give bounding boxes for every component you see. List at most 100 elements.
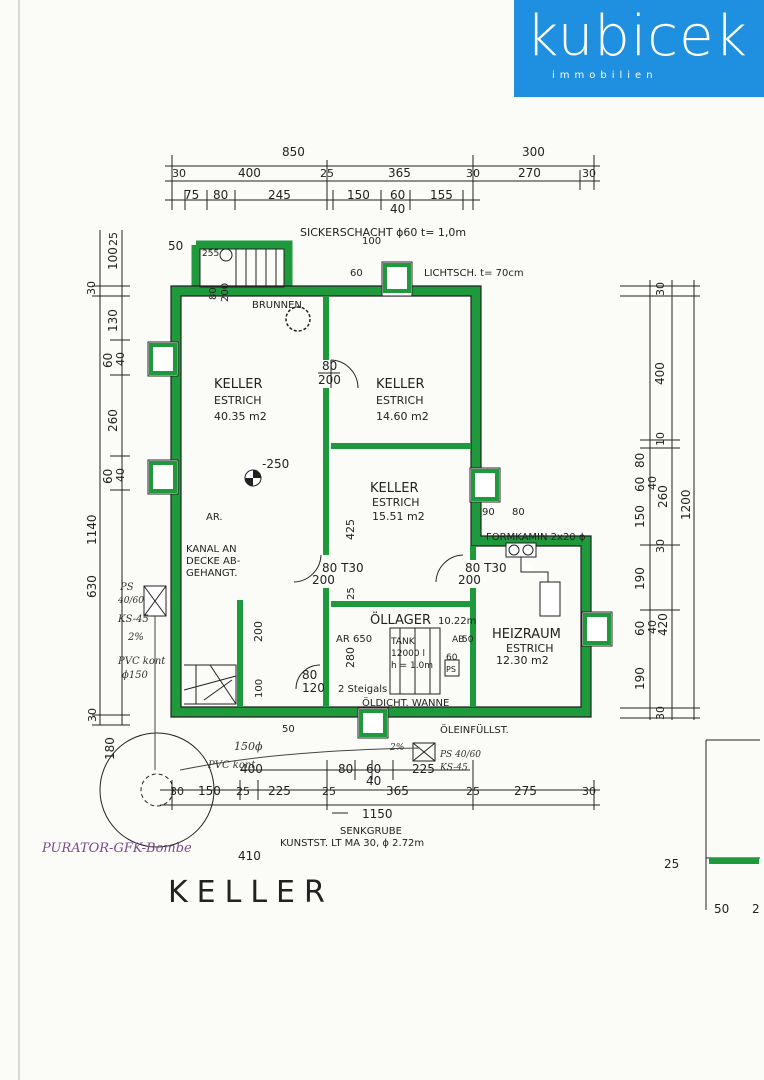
dim-bottom-30b: 30 xyxy=(582,785,596,798)
note-level: -250 xyxy=(262,457,289,471)
dim-top-150: 150 xyxy=(347,188,370,202)
room-2-area: 14.60 m2 xyxy=(376,410,429,423)
note-ps-b: PS 40/60 xyxy=(439,750,481,760)
company-logo: kubicek immobilien xyxy=(514,0,764,97)
dim-top-245: 245 xyxy=(268,188,291,202)
dim-right-150: 150 xyxy=(633,505,647,528)
dim-left-60b: 60 xyxy=(101,469,115,484)
room-4-name: ÖLLAGER xyxy=(370,611,431,628)
dim-bottom-410: 410 xyxy=(238,849,261,863)
dim-top-80: 80 xyxy=(213,188,228,202)
note-pvc-1: PVC kont xyxy=(117,656,166,667)
dim-top-155: 155 xyxy=(430,188,453,202)
door-2-height: 200 xyxy=(312,573,335,587)
dim-left-40a: 40 xyxy=(114,352,127,366)
note-formkamin: FORMKAMIN 2x20 ϕ xyxy=(486,532,586,543)
dim-right-30b: 30 xyxy=(654,539,667,553)
note-slope-b: 2% xyxy=(389,743,404,753)
adjacent-wall xyxy=(709,858,759,864)
door-4-height: 120 xyxy=(302,681,325,695)
note-kanal-3: GEHANGT. xyxy=(186,568,237,579)
staircase xyxy=(183,248,285,705)
dim-300: 300 xyxy=(522,145,545,159)
door-4-width: 80 xyxy=(302,668,317,682)
dim-right-25: 25 xyxy=(664,857,679,871)
note-150: 150ϕ xyxy=(234,740,263,753)
dim-90: 90 xyxy=(482,507,495,518)
dim-right-80: 80 xyxy=(633,453,647,468)
dim-top-30a: 30 xyxy=(172,167,186,180)
dim-80-stairs: 80 xyxy=(208,287,219,300)
room-2-name: KELLER xyxy=(376,377,424,392)
note-steigals: 2 Steigals xyxy=(338,684,387,695)
dim-bottom-25b: 25 xyxy=(322,785,336,798)
dim-right-60b: 60 xyxy=(633,621,647,636)
room-1-area: 40.35 m2 xyxy=(214,410,267,423)
note-ab: AB xyxy=(452,635,464,645)
note-brunnen: BRUNNEN xyxy=(252,300,302,311)
dim-top-40: 40 xyxy=(390,202,405,216)
dim-left-180: 180 xyxy=(103,737,117,760)
door-2-width: 80 T30 xyxy=(322,561,364,575)
dim-200-stairs: 200 xyxy=(220,283,231,302)
note-sickerschacht: SICKERSCHACHT ϕ60 t= 1,0m xyxy=(300,226,466,239)
logo-subtitle: immobilien xyxy=(552,70,658,81)
note-tank-1: TANK xyxy=(390,637,416,647)
door-swings xyxy=(293,359,464,690)
dim-bottom-30a: 30 xyxy=(170,785,184,798)
dim-top-60: 60 xyxy=(390,188,405,202)
dim-bottom-365: 365 xyxy=(386,784,409,798)
well-icon xyxy=(285,306,311,332)
dim-top-75: 75 xyxy=(184,188,199,202)
dim-50-bottom: 50 xyxy=(282,724,295,735)
paper-binding-edge xyxy=(18,0,20,1080)
room-1-name: KELLER xyxy=(214,377,262,392)
dim-right-190b: 190 xyxy=(633,667,647,690)
note-ar-650: AR 650 xyxy=(336,634,372,645)
pump-shafts xyxy=(143,585,436,762)
dim-right-50: 50 xyxy=(714,902,729,916)
exterior-walls xyxy=(171,240,591,717)
dim-left-30b: 30 xyxy=(86,708,99,722)
dim-right-10: 10 xyxy=(654,432,667,446)
dim-255: 255 xyxy=(202,249,219,259)
dim-left-260: 260 xyxy=(106,409,120,432)
dim-bottom-1150: 1150 xyxy=(362,807,393,821)
note-ps-2: 40/60 xyxy=(117,596,144,606)
dimension-lines-right xyxy=(620,280,700,720)
page-title: KELLER xyxy=(168,875,334,910)
logo-wordmark: kubicek xyxy=(526,4,748,69)
dim-right-190a: 190 xyxy=(633,567,647,590)
seepage-shaft-icon xyxy=(219,248,233,262)
dim-right-30c: 30 xyxy=(654,706,667,720)
dim-bottom-40: 40 xyxy=(366,774,381,788)
dim-right-40b: 40 xyxy=(646,620,659,634)
note-ar: AR. xyxy=(206,512,223,523)
note-kunststoff: KUNSTST. LT MA 30, ϕ 2.72m xyxy=(280,838,424,849)
note-tank-2: 12000 l xyxy=(391,649,425,659)
room-1-floor: ESTRICH xyxy=(214,394,262,407)
note-ps-1: PS xyxy=(119,582,134,593)
dim-top-30c: 30 xyxy=(582,167,596,180)
dimension-lines-bottom xyxy=(160,760,600,810)
dim-bottom-25a: 25 xyxy=(236,785,250,798)
dim-right-420: 420 xyxy=(656,613,670,636)
room-4-area: 10.22m xyxy=(438,616,476,627)
dim-right-30a: 30 xyxy=(654,282,667,296)
note-ps-small: PS xyxy=(446,665,456,674)
dim-left-100: 100 xyxy=(106,247,120,270)
dim-60-window: 60 xyxy=(350,268,363,279)
dim-bottom-80: 80 xyxy=(338,762,353,776)
dim-left-60a: 60 xyxy=(101,353,115,368)
dim-bottom-225b: 225 xyxy=(412,762,435,776)
room-5-floor: ESTRICH xyxy=(506,642,554,655)
dim-right-1200: 1200 xyxy=(679,489,693,520)
dim-200-vertical: 200 xyxy=(252,621,265,642)
dim-280: 280 xyxy=(344,647,357,668)
dim-top-365: 365 xyxy=(388,166,411,180)
dimension-lines-left xyxy=(92,230,130,726)
note-senkgrube: SENKGRUBE xyxy=(340,826,402,837)
note-lichtschacht: LICHTSCH. t= 70cm xyxy=(424,268,524,279)
wall-outlines xyxy=(170,285,592,718)
septic-tank xyxy=(99,732,215,848)
